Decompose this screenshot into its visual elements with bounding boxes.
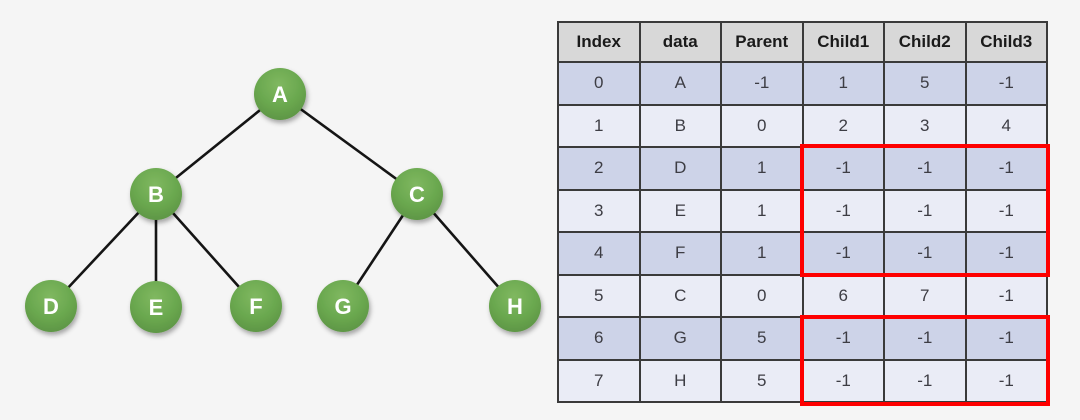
- tree-node-a: A: [254, 68, 306, 120]
- cell: -1: [964, 61, 1048, 106]
- tree-node-c: C: [391, 168, 443, 220]
- cell: -1: [964, 358, 1048, 403]
- cell: E: [638, 188, 722, 233]
- array-representation-table: Index data Parent Child1 Child2 Child3 0…: [557, 21, 1048, 403]
- table-row: 7 H 5 -1 -1 -1: [557, 358, 1048, 403]
- cell: -1: [801, 231, 885, 276]
- node-circle: [317, 280, 369, 332]
- cell: 3: [883, 103, 967, 148]
- cell: 4: [964, 103, 1048, 148]
- cell: -1: [720, 61, 804, 106]
- table-row: 3 E 1 -1 -1 -1: [557, 188, 1048, 233]
- cell: 2: [801, 103, 885, 148]
- node-label: B: [148, 182, 164, 207]
- cell: 1: [801, 61, 885, 106]
- cell: A: [638, 61, 722, 106]
- col-header-data: data: [638, 21, 722, 63]
- tree-edges: [49, 92, 517, 309]
- cell: 0: [720, 103, 804, 148]
- cell: 5: [720, 358, 804, 403]
- tree-node-e: E: [130, 281, 182, 333]
- cell: 5: [557, 273, 641, 318]
- tree-node-h: H: [489, 280, 541, 332]
- node-label: F: [249, 294, 262, 319]
- tree-node-f: F: [230, 280, 282, 332]
- cell: 1: [557, 103, 641, 148]
- cell: -1: [964, 146, 1048, 191]
- cell: -1: [964, 316, 1048, 361]
- cell: H: [638, 358, 722, 403]
- cell: F: [638, 231, 722, 276]
- cell: 7: [557, 358, 641, 403]
- col-header-child2: Child2: [883, 21, 967, 63]
- node-label: E: [149, 295, 164, 320]
- table-row: 1 B 0 2 3 4: [557, 103, 1048, 148]
- node-label: C: [409, 182, 425, 207]
- edge-a-c: [278, 92, 419, 196]
- table-row: 2 D 1 -1 -1 -1: [557, 146, 1048, 191]
- cell: 3: [557, 188, 641, 233]
- edge-a-b: [154, 92, 282, 196]
- cell: -1: [801, 188, 885, 233]
- cell: -1: [801, 358, 885, 403]
- cell: -1: [883, 146, 967, 191]
- cell: 0: [557, 61, 641, 106]
- node-label: A: [272, 82, 288, 107]
- cell: -1: [883, 358, 967, 403]
- cell: 1: [720, 231, 804, 276]
- table-row: 0 A -1 1 5 -1: [557, 61, 1048, 106]
- cell: 2: [557, 146, 641, 191]
- col-header-child3: Child3: [964, 21, 1048, 63]
- cell: -1: [883, 188, 967, 233]
- node-circle: [391, 168, 443, 220]
- cell: -1: [883, 316, 967, 361]
- table-row: 5 C 0 6 7 -1: [557, 273, 1048, 318]
- cell: 5: [883, 61, 967, 106]
- cell: G: [638, 316, 722, 361]
- cell: -1: [964, 188, 1048, 233]
- node-circle: [254, 68, 306, 120]
- cell: B: [638, 103, 722, 148]
- cell: 1: [720, 146, 804, 191]
- table-row: 4 F 1 -1 -1 -1: [557, 231, 1048, 276]
- cell: -1: [801, 316, 885, 361]
- node-circle: [230, 280, 282, 332]
- node-circle: [130, 281, 182, 333]
- cell: 4: [557, 231, 641, 276]
- cell: 6: [801, 273, 885, 318]
- col-header-parent: Parent: [720, 21, 804, 63]
- table-header-row: Index data Parent Child1 Child2 Child3: [557, 21, 1048, 63]
- cell: -1: [964, 273, 1048, 318]
- node-circle: [130, 168, 182, 220]
- tree-node-d: D: [25, 280, 77, 332]
- tree-diagram: A B C D E F G H: [25, 68, 541, 333]
- cell: D: [638, 146, 722, 191]
- tree-node-g: G: [317, 280, 369, 332]
- cell: 7: [883, 273, 967, 318]
- cell: -1: [964, 231, 1048, 276]
- tree-node-b: B: [130, 168, 182, 220]
- cell: C: [638, 273, 722, 318]
- node-circle: [489, 280, 541, 332]
- col-header-child1: Child1: [801, 21, 885, 63]
- table-row: 6 G 5 -1 -1 -1: [557, 316, 1048, 361]
- node-circle: [25, 280, 77, 332]
- node-label: D: [43, 294, 59, 319]
- cell: -1: [883, 231, 967, 276]
- cell: 5: [720, 316, 804, 361]
- cell: -1: [801, 146, 885, 191]
- node-label: G: [334, 294, 351, 319]
- col-header-index: Index: [557, 21, 641, 63]
- cell: 1: [720, 188, 804, 233]
- cell: 0: [720, 273, 804, 318]
- node-label: H: [507, 294, 523, 319]
- cell: 6: [557, 316, 641, 361]
